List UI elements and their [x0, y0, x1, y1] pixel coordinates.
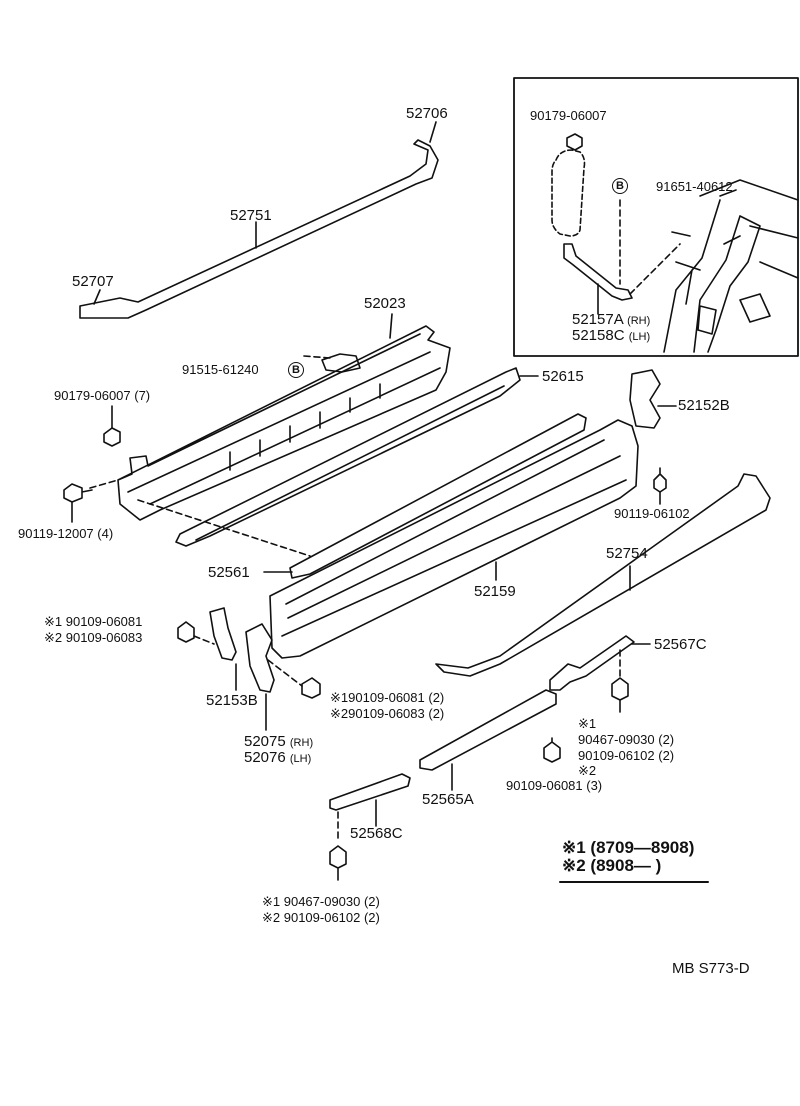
inset-bracket-arm: [564, 244, 632, 300]
bracket-52568c: [330, 774, 410, 810]
inset-body-frame: [664, 180, 798, 352]
label-52615: 52615: [542, 368, 584, 385]
label-52075: 52075 (RH): [244, 734, 313, 751]
reinforcement-52023: [118, 326, 450, 520]
dash-guide-1: [138, 500, 310, 556]
nut-90179: [104, 428, 120, 446]
molding-52751: [80, 140, 438, 318]
bolt-52568c: [330, 846, 346, 880]
bolt-90109-06081: [544, 738, 560, 762]
label-52568c: 52568C: [350, 825, 403, 842]
label-52561: 52561: [208, 564, 250, 581]
bolt-90467: [612, 678, 628, 712]
bracket-52153b: [210, 608, 236, 660]
label-52075-number: 52075: [244, 733, 286, 750]
inset-label-52158c: 52158C (LH): [572, 328, 650, 345]
legend-line-2: ※2 (8908— ): [562, 856, 662, 875]
label-52159: 52159: [474, 583, 516, 600]
label-2-90109-bottom: ※2 90109-06102 (2): [262, 910, 380, 925]
label-52076-number: 52076: [244, 749, 286, 766]
label-52076-side: (LH): [289, 753, 312, 765]
legend-line-1: ※1 (8709—8908): [562, 838, 695, 857]
bracket-52567c: [550, 636, 634, 690]
inset-label-91651-40612: 91651-40612: [656, 179, 733, 194]
label-2-90109-06083: ※2 90109-06083: [44, 630, 143, 645]
bolt-90119-06102: [654, 468, 666, 492]
dash-left: [194, 636, 214, 644]
inset-label-52157a-number: 52157A: [572, 311, 623, 328]
bolt-90109-mid: [302, 678, 320, 698]
diagram-code: MB S773-D: [672, 960, 750, 977]
inset-frame: [514, 78, 798, 356]
bumper-cover-52159: [270, 420, 638, 658]
label-90109-06081-3: 90109-06081 (3): [506, 778, 603, 793]
label-90119-06102: 90119-06102: [614, 506, 690, 521]
label-52153b: 52153B: [206, 692, 258, 709]
inset-circle-b: B: [612, 178, 628, 194]
circle-b-marker: B: [288, 362, 304, 378]
bracket-52075: [246, 624, 274, 692]
leader-52023: [390, 314, 392, 338]
leader-52707: [94, 290, 100, 304]
label-1-90109-06081: ※1 90109-06081: [44, 614, 143, 629]
reinforcement-52565a: [420, 690, 556, 770]
label-52565a: 52565A: [422, 791, 474, 808]
label-52075-side: (RH): [289, 737, 314, 749]
label-52707: 52707: [72, 273, 114, 290]
absorber-52615: [176, 368, 520, 546]
inset-bracket-cover: [552, 150, 585, 236]
inset-nut: [567, 134, 582, 150]
dash-guide-2: [90, 480, 118, 488]
label-2-90109-06083-2: ※290109-06083 (2): [330, 706, 445, 721]
label-91515-61240: 91515-61240: [182, 362, 259, 377]
label-1-mark: ※1: [578, 716, 597, 731]
label-1-90109-06081-2: ※190109-06081 (2): [330, 690, 445, 705]
label-52706: 52706: [406, 105, 448, 122]
bolt-90119: [64, 484, 92, 502]
label-52023: 52023: [364, 295, 406, 312]
inset-label-52157a: 52157A (RH): [572, 312, 650, 329]
label-52751: 52751: [230, 207, 272, 224]
inset-label-52158c-number: 52158C: [572, 327, 625, 344]
inset-label-52157a-side: (RH): [627, 315, 651, 327]
label-90179-06007-7: 90179-06007 (7): [54, 388, 151, 403]
label-52076: 52076 (LH): [244, 750, 311, 767]
inset-dash-link: [630, 244, 680, 294]
leader-52706: [430, 122, 436, 142]
label-90119-12007: 90119-12007 (4): [18, 526, 114, 541]
label-90109-06102-2: 90109-06102 (2): [578, 748, 675, 763]
bracket-91515: [322, 354, 360, 372]
label-1-90467-bottom: ※1 90467-09030 (2): [262, 894, 380, 909]
nut-90109-left: [178, 622, 194, 642]
label-52567c: 52567C: [654, 636, 707, 653]
label-52754: 52754: [606, 545, 648, 562]
retainer-52561: [290, 414, 586, 578]
inset-label-90179-06007: 90179-06007: [530, 108, 607, 123]
dash-91515: [304, 356, 330, 358]
label-52152b: 52152B: [678, 397, 730, 414]
label-90467-09030-2: 90467-09030 (2): [578, 732, 675, 747]
label-2-mark: ※2: [578, 763, 597, 778]
inset-label-52158c-side: (LH): [628, 331, 651, 343]
bracket-52152b: [630, 370, 660, 428]
dash-mid: [268, 660, 302, 686]
molding-52754: [436, 474, 770, 676]
